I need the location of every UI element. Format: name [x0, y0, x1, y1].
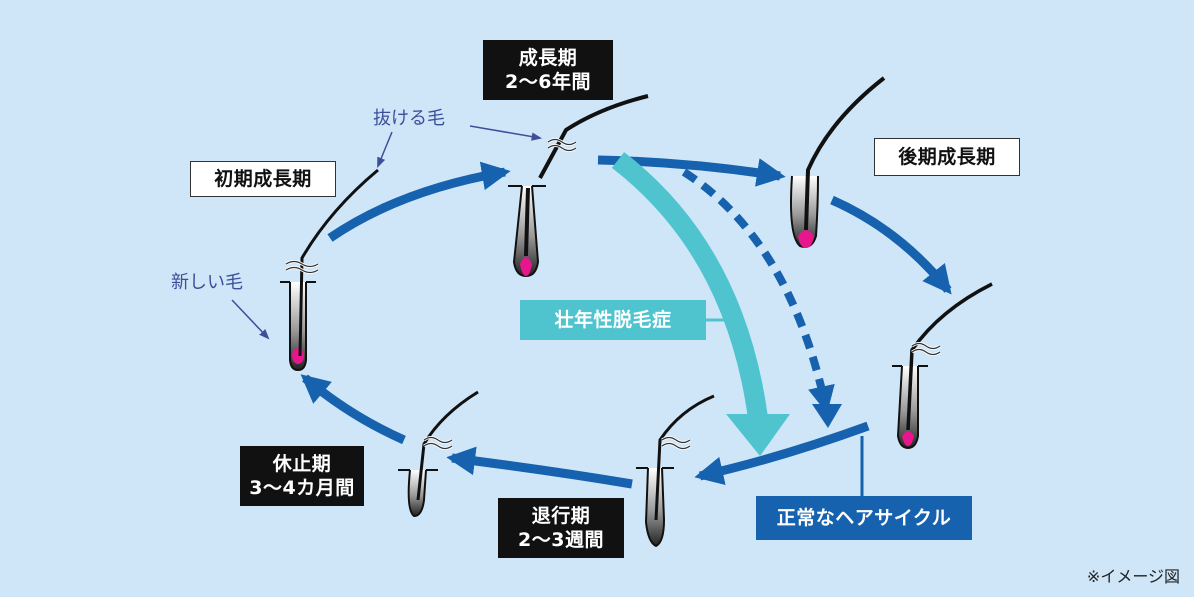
follicle-late-anagen-2: [892, 282, 993, 450]
follicle-catagen: [636, 394, 715, 548]
arrow-telogen-to-early: [300, 374, 406, 445]
label-late-anagen-text: 後期成長期: [898, 146, 996, 168]
arrow-late-to-late2: [830, 195, 952, 295]
arrow-dashed-head: [812, 404, 842, 428]
arrow-catagen-to-telogen: [446, 446, 633, 489]
follicle-early-anagen: [280, 168, 379, 372]
annotation-shedding-hair: 抜ける毛: [373, 108, 445, 129]
arrow-aga-head: [726, 414, 790, 456]
label-aga: 壮年性脱毛症: [520, 300, 706, 340]
shedding-pointer-2: [377, 131, 393, 168]
arrow-dashed-shortcut: [681, 168, 835, 414]
label-early-anagen-text: 初期成長期: [214, 168, 312, 190]
label-late-anagen: 後期成長期: [874, 138, 1020, 176]
label-catagen: 退行期 2〜3週間: [498, 498, 624, 558]
arrow-early-to-anagen: [327, 161, 511, 242]
arrow-late2-to-catagen: [694, 421, 870, 485]
label-catagen-text: 退行期: [531, 505, 591, 527]
label-normal-cycle-text: 正常なヘアサイクル: [776, 507, 952, 529]
new-hair-pointer: [231, 299, 270, 340]
label-early-anagen: 初期成長期: [190, 161, 336, 197]
label-normal-cycle: 正常なヘアサイクル: [756, 496, 972, 540]
label-catagen-duration: 2〜3週間: [518, 529, 604, 551]
shedding-pointer: [469, 125, 543, 141]
image-note: ※イメージ図: [1086, 567, 1180, 586]
label-telogen: 休止期 3〜4カ月間: [240, 446, 364, 506]
label-anagen: 成長期 2〜6年間: [483, 40, 613, 100]
follicle-late-anagen: [790, 76, 886, 248]
arrow-aga-shortcut: [611, 152, 768, 420]
label-aga-text: 壮年性脱毛症: [554, 309, 672, 331]
follicle-anagen: [508, 94, 649, 278]
label-anagen-duration: 2〜6年間: [505, 71, 591, 93]
follicle-telogen: [398, 390, 479, 518]
label-telogen-duration: 3〜4カ月間: [249, 477, 355, 499]
label-anagen-text: 成長期: [518, 47, 578, 69]
label-telogen-text: 休止期: [272, 453, 332, 475]
annotation-new-hair: 新しい毛: [171, 272, 243, 293]
